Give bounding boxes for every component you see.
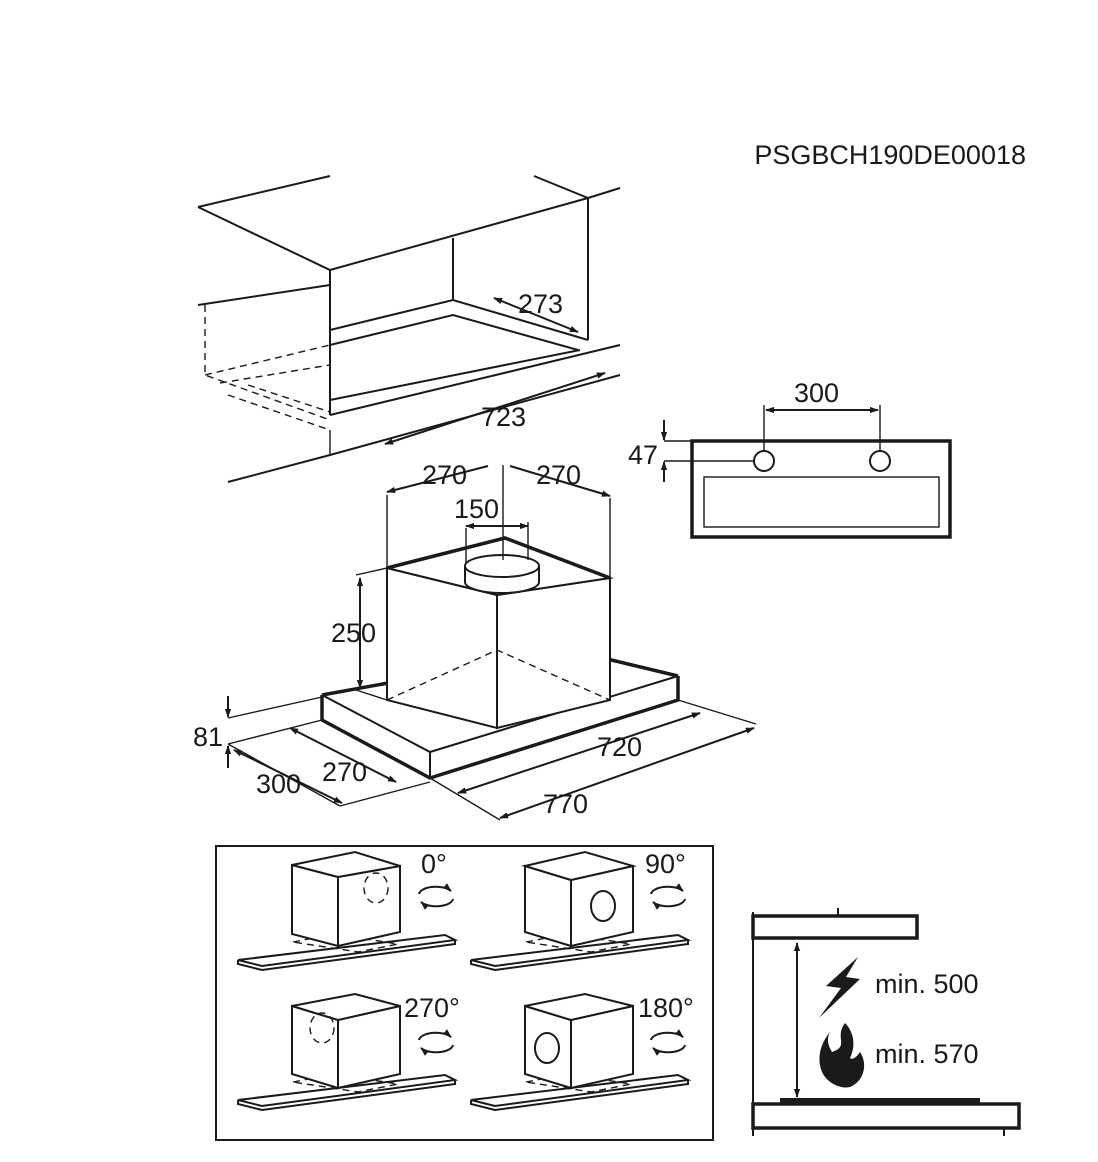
rotation-option-90 [470,850,692,972]
mounting-hole-right [869,450,891,472]
cabinet-depth-arrow [493,297,579,333]
rotation-angle-270: 270° [404,993,460,1023]
rotate-arrows-icon [419,887,453,907]
depth-inner-label: 270 [322,757,367,787]
cabinet-width-label: 723 [481,402,526,432]
rotation-option-270 [237,992,459,1112]
depth-outer-arrow [233,749,343,804]
rotation-option-0 [237,850,459,972]
rotation-angle-90: 90° [645,849,686,879]
flame-icon [819,1023,865,1088]
hood-height-label: 250 [331,618,376,648]
rotation-angle-0: 0° [421,849,447,879]
lightning-icon [819,957,860,1018]
front-height-label: 81 [193,722,223,752]
hob-outline [751,1102,1021,1130]
gas-clearance-label: min. 570 [875,1039,979,1069]
depth-inner-arrow [289,727,397,783]
hood-right-half-label: 270 [536,460,581,490]
rotate-arrows-icon [651,1033,685,1053]
width-outer-label: 770 [543,789,588,819]
outlet-diameter-label: 150 [454,494,499,524]
hood-left-half-label: 270 [422,460,467,490]
hole-spacing-label: 300 [794,378,839,408]
rotation-angle-180: 180° [638,993,694,1023]
hole-template-drawing [664,405,952,539]
cabinet-depth-label: 273 [518,289,563,319]
electric-clearance-label: min. 500 [875,969,979,999]
document-code: PSGBCH190DE00018 [754,140,1026,170]
hood-outline [751,914,919,940]
depth-outer-label: 300 [256,769,301,799]
clearance-drawing [751,908,1021,1136]
hole-offset-label: 47 [628,440,658,470]
width-outer-arrow [499,727,755,819]
cabinet-width-arrow [384,372,606,445]
width-inner-label: 720 [597,732,642,762]
rotation-panel [215,845,714,1141]
mounting-hole-left [753,450,775,472]
rotate-arrows-icon [419,1033,453,1053]
rotation-option-180 [470,992,692,1112]
hood-drawing [227,465,757,821]
rotate-arrows-icon [651,887,685,907]
